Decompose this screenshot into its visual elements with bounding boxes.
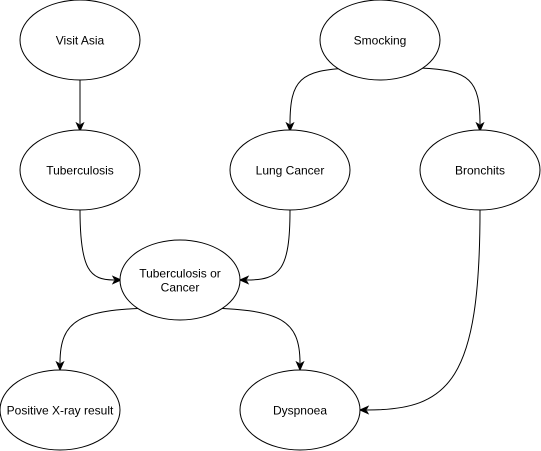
node-visit-asia: Visit Asia [19, 0, 141, 81]
edge-lung-cancer-to-tb-or-cancer [238, 209, 291, 285]
node-tuberculosis: Tuberculosis [19, 129, 141, 211]
node-lung-cancer: Lung Cancer [229, 129, 351, 211]
node-tuberculosis-label: Tuberculosis [46, 164, 114, 178]
edge-tb-or-cancer-to-xray [55, 307, 151, 372]
edge-smocking-to-lung-cancer [285, 67, 351, 133]
node-dyspnoea: Dyspnoea [239, 369, 361, 451]
node-smocking-label: Smocking [354, 34, 407, 48]
node-visit-asia-label: Visit Asia [56, 34, 105, 48]
node-tb-or-cancer-label-line1: Tuberculosis or [139, 267, 221, 281]
node-tuberculosis-or-cancer: Tuberculosis or Cancer [119, 239, 241, 321]
node-lung-cancer-label: Lung Cancer [256, 164, 325, 178]
node-bronchits: Bronchits [419, 129, 541, 211]
node-dyspnoea-label: Dyspnoea [273, 404, 327, 418]
node-positive-xray-result: Positive X-ray result [0, 369, 121, 451]
node-bronchits-label: Bronchits [455, 164, 505, 178]
edge-smocking-to-bronchits [419, 67, 485, 133]
node-xray-label: Positive X-ray result [7, 404, 114, 418]
node-tb-or-cancer-label-line2: Cancer [161, 281, 200, 295]
node-smocking: Smocking [319, 0, 441, 81]
edge-tuberculosis-to-tb-or-cancer [79, 209, 123, 285]
edge-bronchits-to-dyspnoea [358, 209, 481, 415]
edge-tb-or-cancer-to-dyspnoea [209, 307, 305, 372]
